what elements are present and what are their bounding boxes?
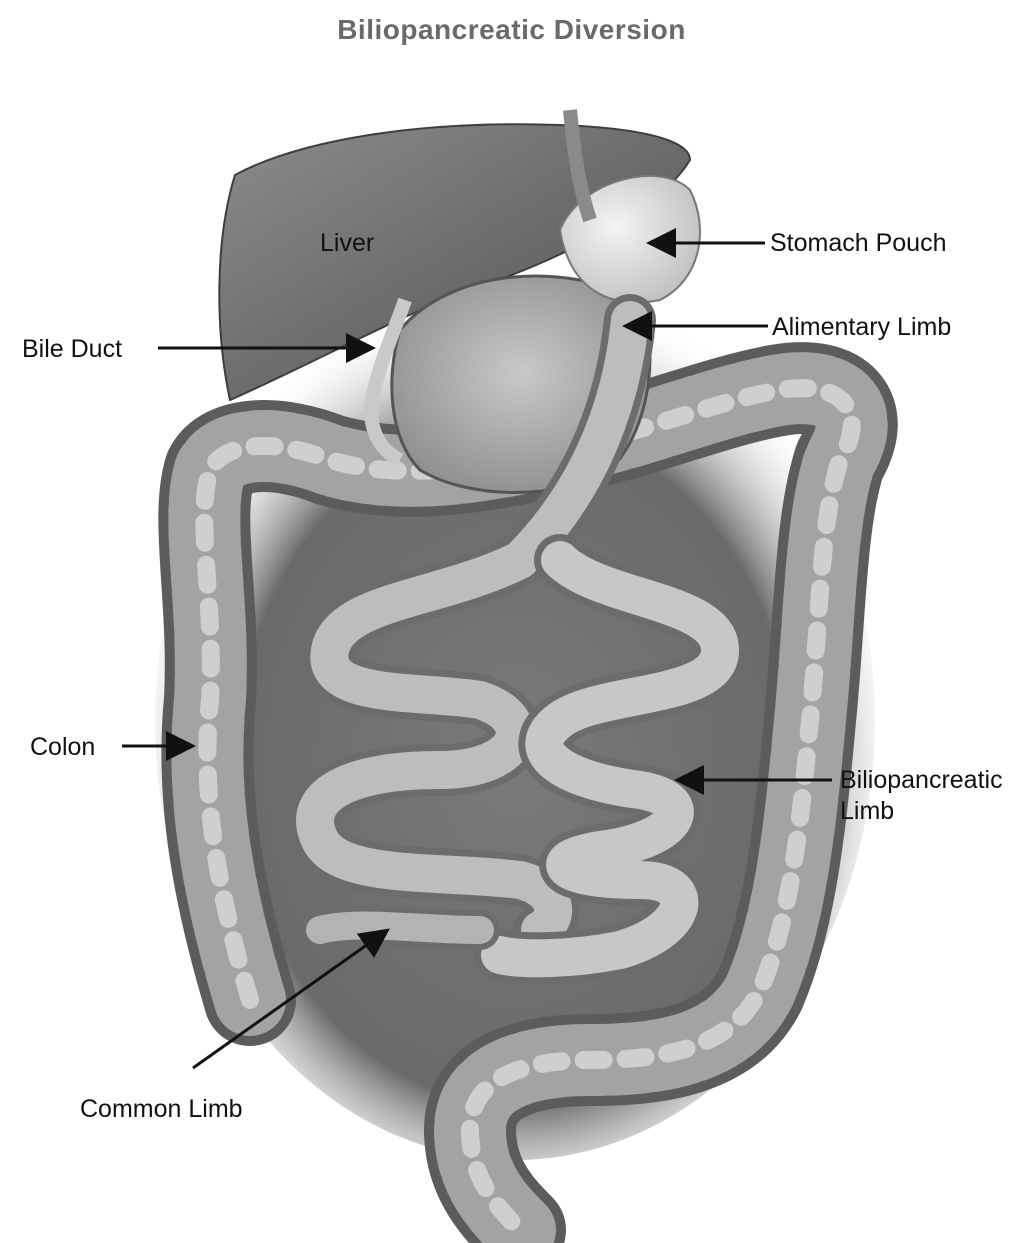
label-biliopancreatic-line2: Limb [840, 796, 1003, 827]
label-bile-duct: Bile Duct [22, 334, 122, 365]
label-common-limb: Common Limb [80, 1094, 243, 1125]
label-stomach-pouch: Stomach Pouch [770, 228, 947, 259]
label-liver: Liver [320, 228, 374, 259]
label-biliopancreatic-limb: Biliopancreatic Limb [840, 765, 1003, 828]
label-biliopancreatic-line1: Biliopancreatic [840, 765, 1003, 796]
label-colon: Colon [30, 732, 95, 763]
label-alimentary-limb: Alimentary Limb [772, 312, 951, 343]
